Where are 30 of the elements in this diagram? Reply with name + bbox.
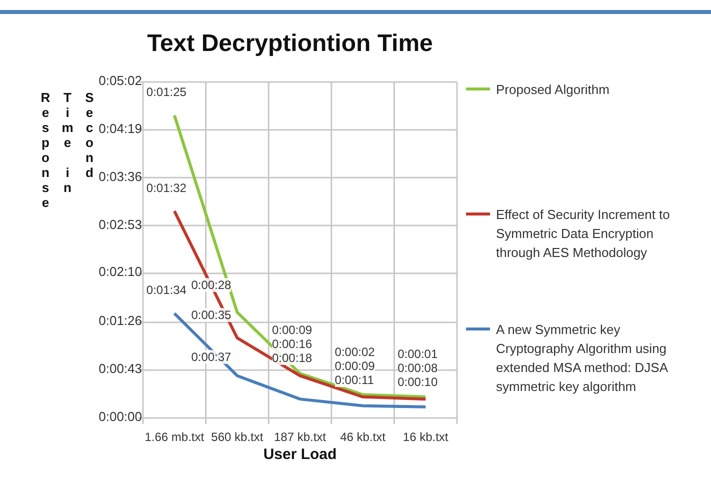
axis-tick-label: 0:03:36 <box>98 168 142 184</box>
legend-text: A new Symmetric key Cryptography Algorithm using extended MSA method: DJSA symmetric key algorithm <box>496 321 669 396</box>
legend-text: Effect of Security Increment to Symmetric Data Encryption through AES Methodology <box>496 206 671 262</box>
data-label: 0:01:32 <box>146 181 186 196</box>
data-label: 0:00:28 <box>191 278 232 292</box>
data-label: 0:00:18 <box>272 351 312 366</box>
data-label: 0:00:01 <box>398 346 438 361</box>
data-label: 0:00:10 <box>398 374 438 389</box>
data-label: 0:00:02 <box>334 344 375 359</box>
data-label: 0:00:08 <box>398 360 438 375</box>
axis-tick-label: 0:00:43 <box>98 361 142 376</box>
axis-title: User Load <box>262 446 338 463</box>
data-label: 0:00:35 <box>191 308 232 322</box>
axis-tick-label: 0:00:00 <box>98 409 142 424</box>
data-label: 0:00:11 <box>334 372 374 387</box>
data-label: 0:00:37 <box>191 350 232 364</box>
axis-title: Response Time in Second <box>37 90 98 212</box>
data-label: 0:01:34 <box>146 283 186 298</box>
axis-tick-label: 0:02:10 <box>98 264 142 280</box>
data-label: 0:00:09 <box>334 358 375 373</box>
axis-tick-label: 0:02:53 <box>98 216 142 232</box>
data-label: 0:00:09 <box>272 323 312 338</box>
chart-title: Text Decryptiontion Time <box>146 30 434 58</box>
data-label: 0:01:25 <box>146 85 186 100</box>
axis-tick-label: 0:01:26 <box>98 313 142 328</box>
legend-text: Proposed Algorithm <box>496 81 610 99</box>
axis-tick-label: 16 kb.txt <box>402 430 450 444</box>
axis-tick-label: 0:05:02 <box>98 73 142 88</box>
data-label: 0:00:16 <box>272 337 312 352</box>
axis-tick-label: 1.66 mb.txt <box>144 430 206 444</box>
